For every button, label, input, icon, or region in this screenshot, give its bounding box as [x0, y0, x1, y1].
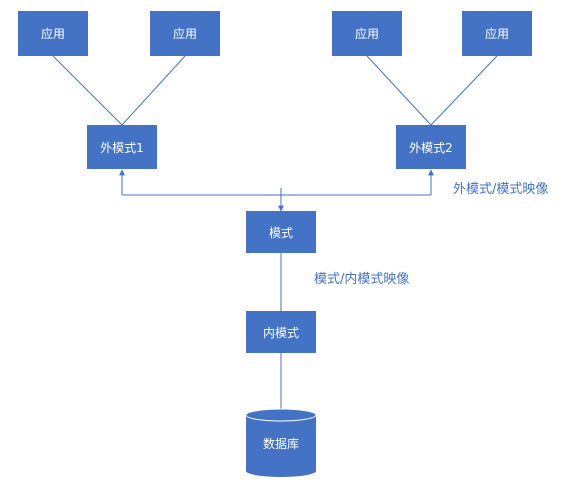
app2-to-external1-line: [121, 55, 186, 126]
application-box-3: 应用: [332, 11, 402, 56]
application-box-2: 应用: [150, 11, 220, 56]
external-schema-1-box: 外模式1: [87, 125, 157, 169]
database-cylinder: 数据库: [245, 408, 317, 477]
database-label: 数据库: [263, 436, 299, 451]
internal-schema-mapping-label: 模式/内模式映像: [314, 272, 410, 287]
app4-to-external2-line: [430, 55, 498, 126]
internal-schema-box: 内模式: [246, 311, 316, 353]
application-box-1: 应用: [18, 11, 88, 56]
app1-to-external1-line: [52, 55, 123, 126]
external-schema-2-box: 外模式2: [396, 125, 466, 169]
app3-to-external2-line: [366, 55, 432, 126]
schema-box: 模式: [246, 211, 316, 253]
application-box-4: 应用: [462, 11, 532, 56]
external-schema-mapping-label: 外模式/模式映像: [453, 182, 549, 197]
